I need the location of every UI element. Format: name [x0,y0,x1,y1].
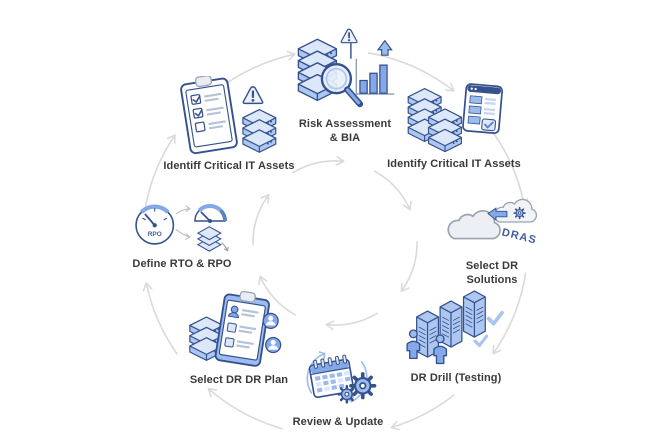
dr-solutions-icon: DRAS [447,198,539,247]
step-select-dr-solutions: DRAS Select DR Solutions [432,198,552,288]
dr-plan-icon [189,290,282,367]
step-define-rto-rpo: RPO Define RTO & RPO [114,198,250,271]
avatar [265,336,282,354]
step-label: Risk Assessment & BIA [298,118,392,145]
check-badge [481,118,497,132]
step-identify-critical-it-assets: Identify Critical IT Assets [373,82,535,171]
step-review-update: Review & Update [282,344,394,429]
flow-arrows [175,205,191,240]
step-label: Identiff Critical IT Assets [163,160,295,172]
rpo-label: RPO [148,231,162,238]
server-stack [242,109,277,153]
dr-drill-icon [406,290,504,365]
calendar-icon [308,354,355,399]
identify-assets-icon [407,83,504,153]
step-identiff-critical-it-assets: Identiff Critical IT Assets [148,76,310,173]
cloud-icon [493,198,538,223]
step-dr-drill-testing: DR Drill (Testing) [392,286,520,385]
avatar [262,312,279,329]
arrow-tag-icon [487,207,508,221]
magnifier-icon [320,63,364,108]
step-label: Define RTO & RPO [132,258,232,270]
warning-flag-icon [340,28,358,59]
step-label: Identify Critical IT Assets [387,158,521,170]
gauge-icon [194,204,228,223]
step-label: Select DR DR Plan [189,374,289,386]
critical-assets-checklist-icon [180,76,277,155]
clipboard-icon [214,290,270,367]
step-label: Review & Update [292,416,384,428]
rto-rpo-icon: RPO [135,204,229,252]
browser-window-icon [462,83,504,135]
bar-chart-icon [355,39,395,95]
up-arrow-icon [376,39,393,56]
gear-icon [513,206,526,220]
step-label: Select DR Solutions [465,260,519,287]
clipboard-icon [180,76,238,155]
layer-stack-icon [196,226,229,252]
review-update-icon [306,351,377,404]
gauge-icon: RPO [135,204,175,245]
step-select-dr-plan: Select DR DR Plan [176,290,302,387]
server-stack [427,108,463,153]
step-label: DR Drill (Testing) [410,372,502,384]
dras-label: DRAS [501,226,539,246]
risk-assessment-icon [297,28,395,108]
step-risk-assessment: Risk Assessment & BIA [270,28,420,146]
